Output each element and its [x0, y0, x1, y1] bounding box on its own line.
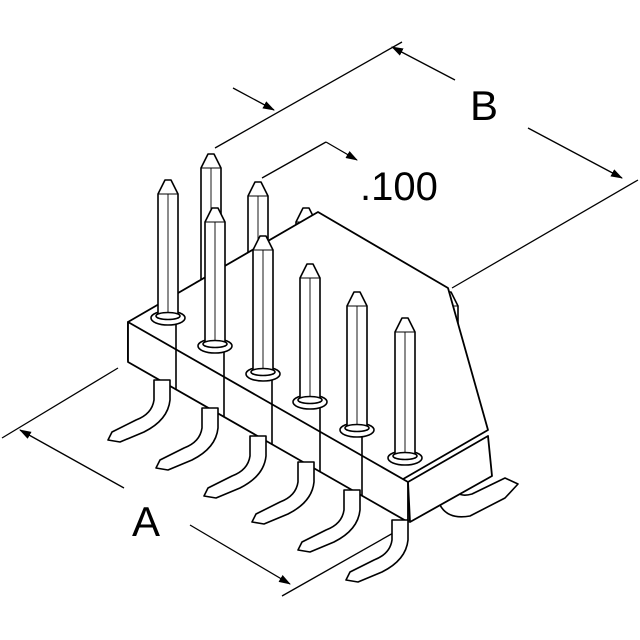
front-row-pins — [150, 179, 423, 466]
front-pin-1 — [150, 179, 186, 326]
dim-b-arrow-left — [391, 46, 456, 81]
dim-a-extension-right — [281, 527, 403, 597]
front-pin-6 — [387, 317, 423, 466]
front-lead-3 — [203, 435, 267, 499]
front-pin-5 — [339, 291, 375, 438]
front-pin-4 — [292, 263, 328, 410]
housing-dividers — [175, 318, 363, 497]
pitch-arrow — [325, 141, 358, 161]
front-lead-2 — [155, 407, 219, 471]
front-smt-leads — [107, 379, 409, 583]
front-pin-2-base — [202, 339, 228, 349]
front-pin-3 — [245, 235, 281, 382]
front-pin-6-base — [392, 451, 418, 461]
dim-a-label: A — [132, 498, 160, 545]
dim-a-arrow-left — [19, 429, 125, 489]
front-lead-1 — [107, 379, 171, 443]
front-pin-5-base — [344, 423, 370, 433]
housing-end-face — [407, 435, 493, 523]
front-lead-5 — [297, 489, 361, 553]
dim-a-arrow-right — [189, 524, 291, 585]
front-lead-6 — [345, 519, 409, 583]
front-pin-4-base — [297, 395, 323, 405]
dim-b-extension-left — [214, 41, 403, 149]
dimension-a: A — [1, 367, 403, 597]
dimension-pitch: .100 — [261, 141, 438, 209]
dim-b-label: B — [470, 82, 498, 129]
dimension-b: B — [214, 41, 639, 289]
front-pin-2 — [197, 207, 233, 354]
front-lead-4 — [251, 461, 315, 525]
dim-b-extension-right — [451, 179, 639, 289]
front-pin-1-base — [155, 311, 181, 321]
dim-b-arrow-right — [527, 127, 623, 179]
dim-a-extension-left — [1, 367, 119, 439]
front-pin-3-base — [250, 367, 276, 377]
pitch-label: .100 — [360, 165, 438, 209]
pitch-extension — [261, 141, 327, 179]
dim-b-arrow-outer — [232, 87, 275, 111]
